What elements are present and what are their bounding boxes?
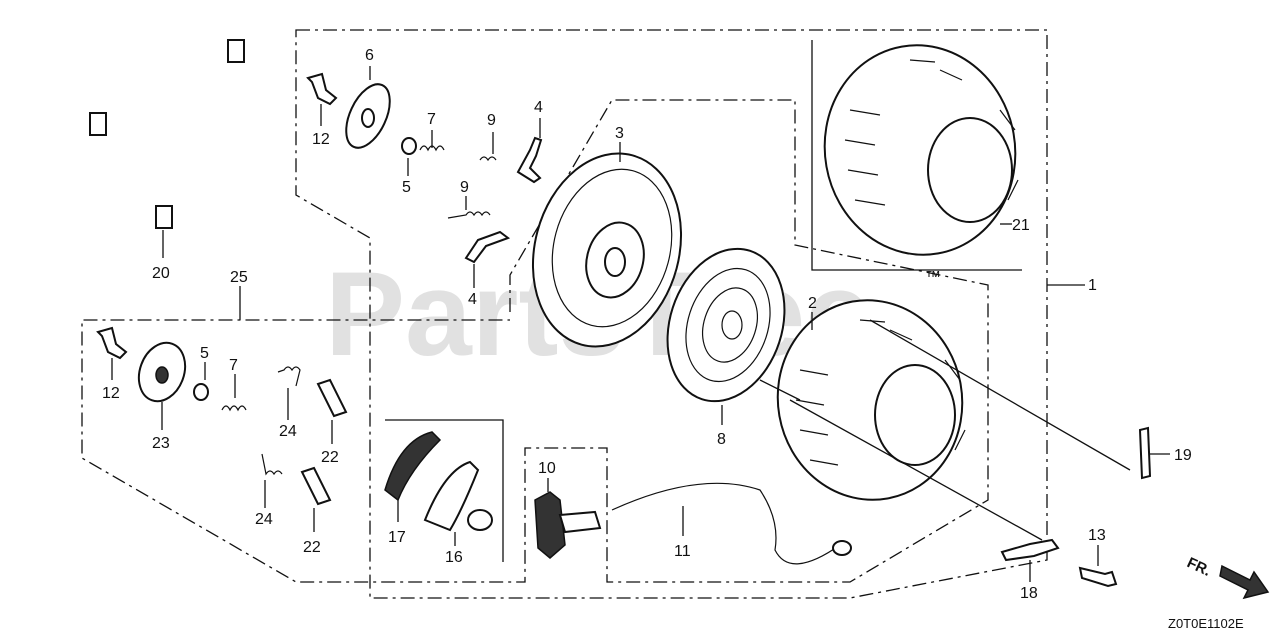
starter-case-part-21 — [823, 44, 1019, 256]
callout-20: 20 — [152, 265, 170, 282]
callout-11: 11 — [674, 543, 691, 560]
callout-4-upper: 4 — [534, 99, 543, 116]
grip-parts — [384, 431, 493, 546]
callout-7-lower: 7 — [229, 357, 238, 374]
gasket-ring-part-20 — [79, 39, 251, 258]
callout-18: 18 — [1020, 585, 1038, 602]
callout-16: 16 — [445, 549, 463, 566]
callout-22-lower: 22 — [303, 539, 321, 556]
callout-17: 17 — [388, 529, 406, 546]
callout-22-upper: 22 — [321, 449, 339, 466]
callout-3: 3 — [615, 125, 624, 142]
callout-4-lower: 4 — [468, 291, 477, 308]
callout-9-lower: 9 — [460, 179, 469, 196]
callout-21: 21 — [1012, 217, 1030, 234]
callout-6: 6 — [365, 47, 374, 64]
lower-pawl-parts — [96, 286, 348, 532]
callout-12-lower: 12 — [102, 385, 120, 402]
front-direction-arrow: FR. — [1184, 554, 1270, 600]
callout-5-lower: 5 — [200, 345, 209, 362]
upper-pawl-parts — [306, 66, 543, 288]
callout-25: 25 — [230, 269, 248, 286]
leader-lines — [759, 319, 1131, 541]
fastener-parts — [1000, 538, 1118, 588]
group-outlines — [81, 29, 1085, 599]
callout-8: 8 — [717, 431, 726, 448]
callout-7-upper: 7 — [427, 111, 436, 128]
callout-24-upper: 24 — [279, 423, 297, 440]
callout-12-upper: 12 — [312, 131, 330, 148]
reel-pulley-part-3 — [531, 142, 683, 348]
starter-rope-part-11 — [611, 482, 852, 565]
diagram-code: Z0T0E1102E — [1168, 616, 1244, 631]
callout-2: 2 — [808, 295, 817, 312]
front-marker: FR. — [1184, 554, 1213, 580]
callout-1: 1 — [1088, 277, 1097, 294]
callout-labels: 1 2 3 4 4 5 5 6 7 7 8 9 9 10 11 12 12 13… — [102, 47, 1192, 602]
callout-13: 13 — [1088, 527, 1106, 544]
starter-handle-part-10 — [534, 478, 602, 559]
pin-part-19 — [1138, 426, 1170, 480]
callout-10: 10 — [538, 460, 556, 477]
callout-19: 19 — [1174, 447, 1192, 464]
callout-5-upper: 5 — [402, 179, 411, 196]
watermark-tm: ™ — [925, 269, 941, 286]
recoil-spring-part-8 — [666, 247, 786, 425]
callout-9-upper: 9 — [487, 112, 496, 129]
callout-24-lower: 24 — [255, 511, 273, 528]
callout-23: 23 — [152, 435, 170, 452]
